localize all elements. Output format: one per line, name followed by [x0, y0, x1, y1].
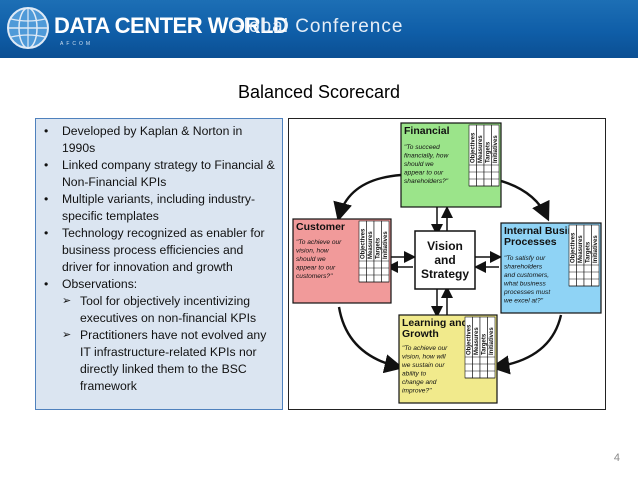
box-quote: improve?" [402, 388, 432, 395]
box-quote: ability to [402, 371, 427, 378]
box-quote: should we [404, 161, 434, 168]
center-text: Vision [427, 239, 463, 253]
customer-box: Customer "To achieve our vision, howshould… [292, 218, 392, 304]
cycle-arrows [333, 173, 563, 375]
box-quote: shareholders?" [404, 178, 449, 185]
box-quote: should we [296, 256, 326, 263]
box-quote: and customers, [504, 272, 549, 279]
grid-column-header: Targets [482, 333, 488, 355]
box-quote: we sustain our [402, 362, 445, 369]
box-quote: vision, how will [402, 354, 446, 361]
financial-box: Financial "To succeed financially, howshou… [400, 122, 502, 208]
bullet-item: Multiple variants, including industry-sp… [40, 191, 276, 225]
box-title: Customer [296, 221, 345, 233]
box-quote: appear to our [296, 265, 336, 272]
center-text: and [434, 253, 455, 267]
grid-column-header: Measures [478, 135, 484, 163]
grid-column-header: Initiatives [493, 135, 499, 163]
bullet-item: Developed by Kaplan & Norton in 1990s [40, 123, 276, 157]
box-quote: we excel at?" [504, 298, 544, 305]
box-quote: change and [402, 379, 437, 386]
header-banner: DATA CENTER WORLD Global Conference AFCO… [0, 0, 638, 58]
box-quote: processes must [503, 289, 551, 296]
box-quote: what business [504, 281, 546, 288]
sub-bullet-item: Tool for objectively incentivizing execu… [62, 293, 276, 327]
grid-column-header: Objectives [571, 232, 577, 263]
box-quote: "To achieve our [296, 239, 342, 246]
box-quote: vision, how [296, 248, 330, 255]
grid-column-header: Targets [376, 237, 382, 259]
brand-name: DATA CENTER WORLD [54, 13, 289, 38]
org-label: AFCOM [60, 41, 94, 47]
sub-bullet-item: Practitioners have not evolved any IT in… [62, 327, 276, 395]
globe-logo-icon [7, 7, 49, 49]
vision-strategy-box [414, 230, 476, 290]
grid-column-header: Objectives [467, 324, 473, 355]
box-title: Learning and [402, 317, 468, 329]
box-quote: "To satisfy our [504, 255, 546, 262]
grid-column-header: Measures [578, 235, 584, 263]
grid-column-header: Targets [486, 141, 492, 163]
box-title: Financial [404, 125, 450, 137]
bullet-text: Observations: [62, 277, 138, 291]
grid-column-header: Initiatives [383, 231, 389, 259]
box-quote: "To succeed [404, 144, 440, 151]
brand-subtitle: Global Conference [228, 16, 404, 37]
bullet-item: Linked company strategy to Financial & N… [40, 157, 276, 191]
box-quote: customers?" [296, 273, 333, 280]
grid-column-header: Objectives [471, 132, 477, 163]
bullet-item-observations: Observations: Tool for objectively incen… [40, 276, 276, 395]
box-quote: appear to our [404, 170, 444, 177]
page-number: 4 [613, 452, 620, 464]
grid-column-header: Measures [474, 327, 480, 355]
bullet-item: Technology recognized as enabler for bus… [40, 225, 276, 276]
grid-column-header: Objectives [361, 228, 367, 259]
box-quote: "To achieve our [402, 345, 448, 352]
slide-title: Balanced Scorecard [237, 82, 401, 102]
box-quote: financially, how [404, 153, 449, 160]
box-title: Processes [504, 236, 557, 248]
box-title: Growth [402, 328, 439, 340]
grid-column-header: Targets [586, 241, 592, 263]
grid-column-header: Measures [368, 231, 374, 259]
grid-column-header: Initiatives [593, 235, 599, 263]
bullet-box: Developed by Kaplan & Norton in 1990s Li… [35, 118, 283, 410]
grid-column-header: Initiatives [489, 327, 495, 355]
box-quote: shareholders [504, 264, 543, 271]
center-text: Strategy [421, 267, 469, 281]
